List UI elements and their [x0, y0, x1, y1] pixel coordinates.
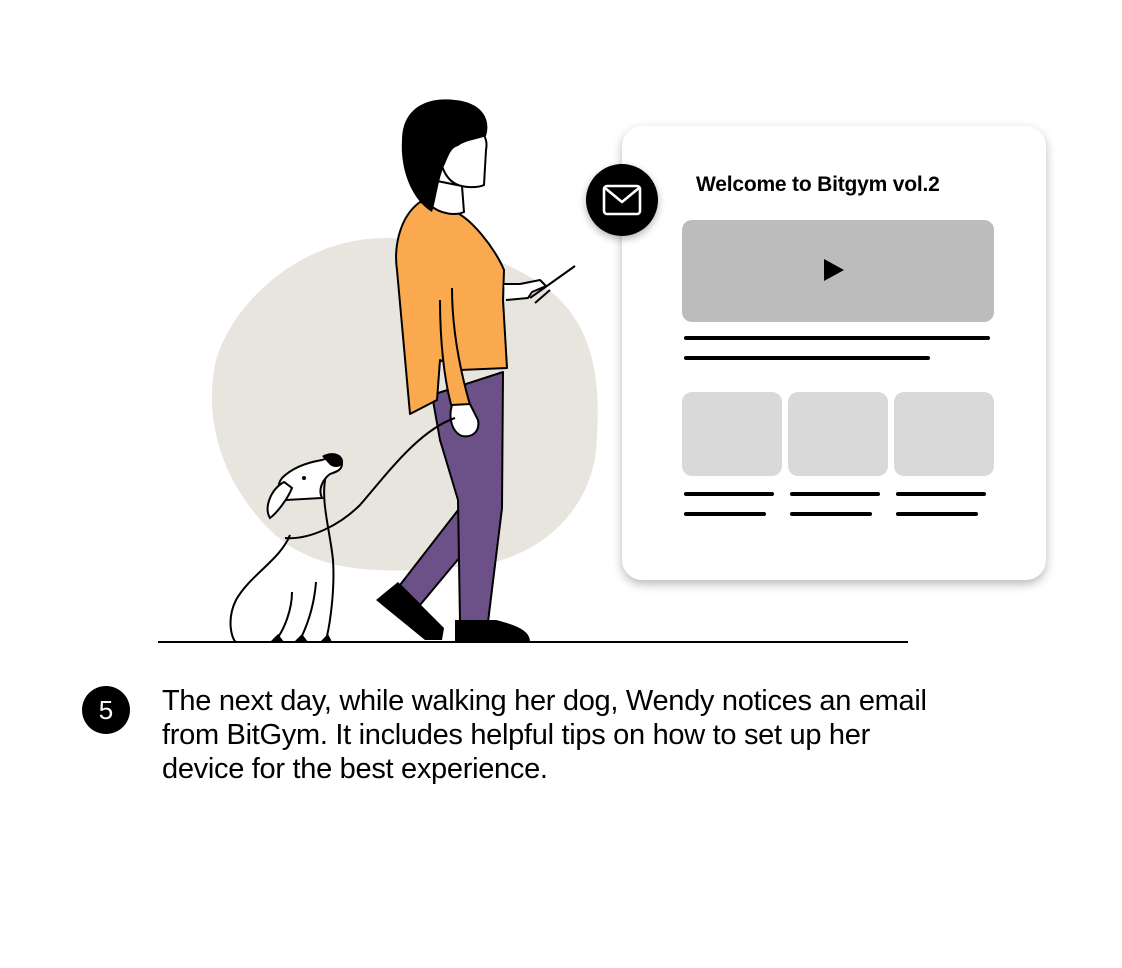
woman-front-shoe	[455, 620, 530, 642]
email-card: Welcome to Bitgym vol.2	[622, 126, 1046, 580]
text-line	[684, 512, 766, 516]
text-line	[790, 512, 872, 516]
thumbnail	[788, 392, 888, 476]
text-line	[684, 492, 774, 496]
step-number: 5	[82, 686, 130, 734]
dog-leash	[284, 417, 456, 540]
woman-hand	[449, 402, 480, 438]
mail-icon	[602, 184, 642, 216]
dog-chest	[323, 474, 335, 641]
text-line	[684, 336, 990, 340]
dog-body	[229, 534, 291, 643]
phone	[529, 265, 576, 299]
dog-eye	[302, 476, 306, 480]
dog-ear	[266, 480, 294, 520]
dog-leg-2	[299, 581, 317, 641]
mail-badge	[586, 164, 658, 236]
video-placeholder	[682, 220, 994, 322]
dog-leg-1	[275, 591, 293, 641]
step-description: The next day, while walking her dog, Wen…	[162, 685, 927, 785]
text-line	[790, 492, 880, 496]
dog-nose	[322, 453, 344, 468]
text-line	[684, 356, 930, 360]
thumbnail	[894, 392, 994, 476]
text-line	[896, 492, 986, 496]
email-title: Welcome to Bitgym vol.2	[696, 173, 940, 196]
text-line	[896, 512, 978, 516]
thumbnail	[682, 392, 782, 476]
woman-back-shoe	[376, 582, 444, 640]
woman-hair	[401, 99, 488, 212]
play-icon	[824, 259, 844, 281]
